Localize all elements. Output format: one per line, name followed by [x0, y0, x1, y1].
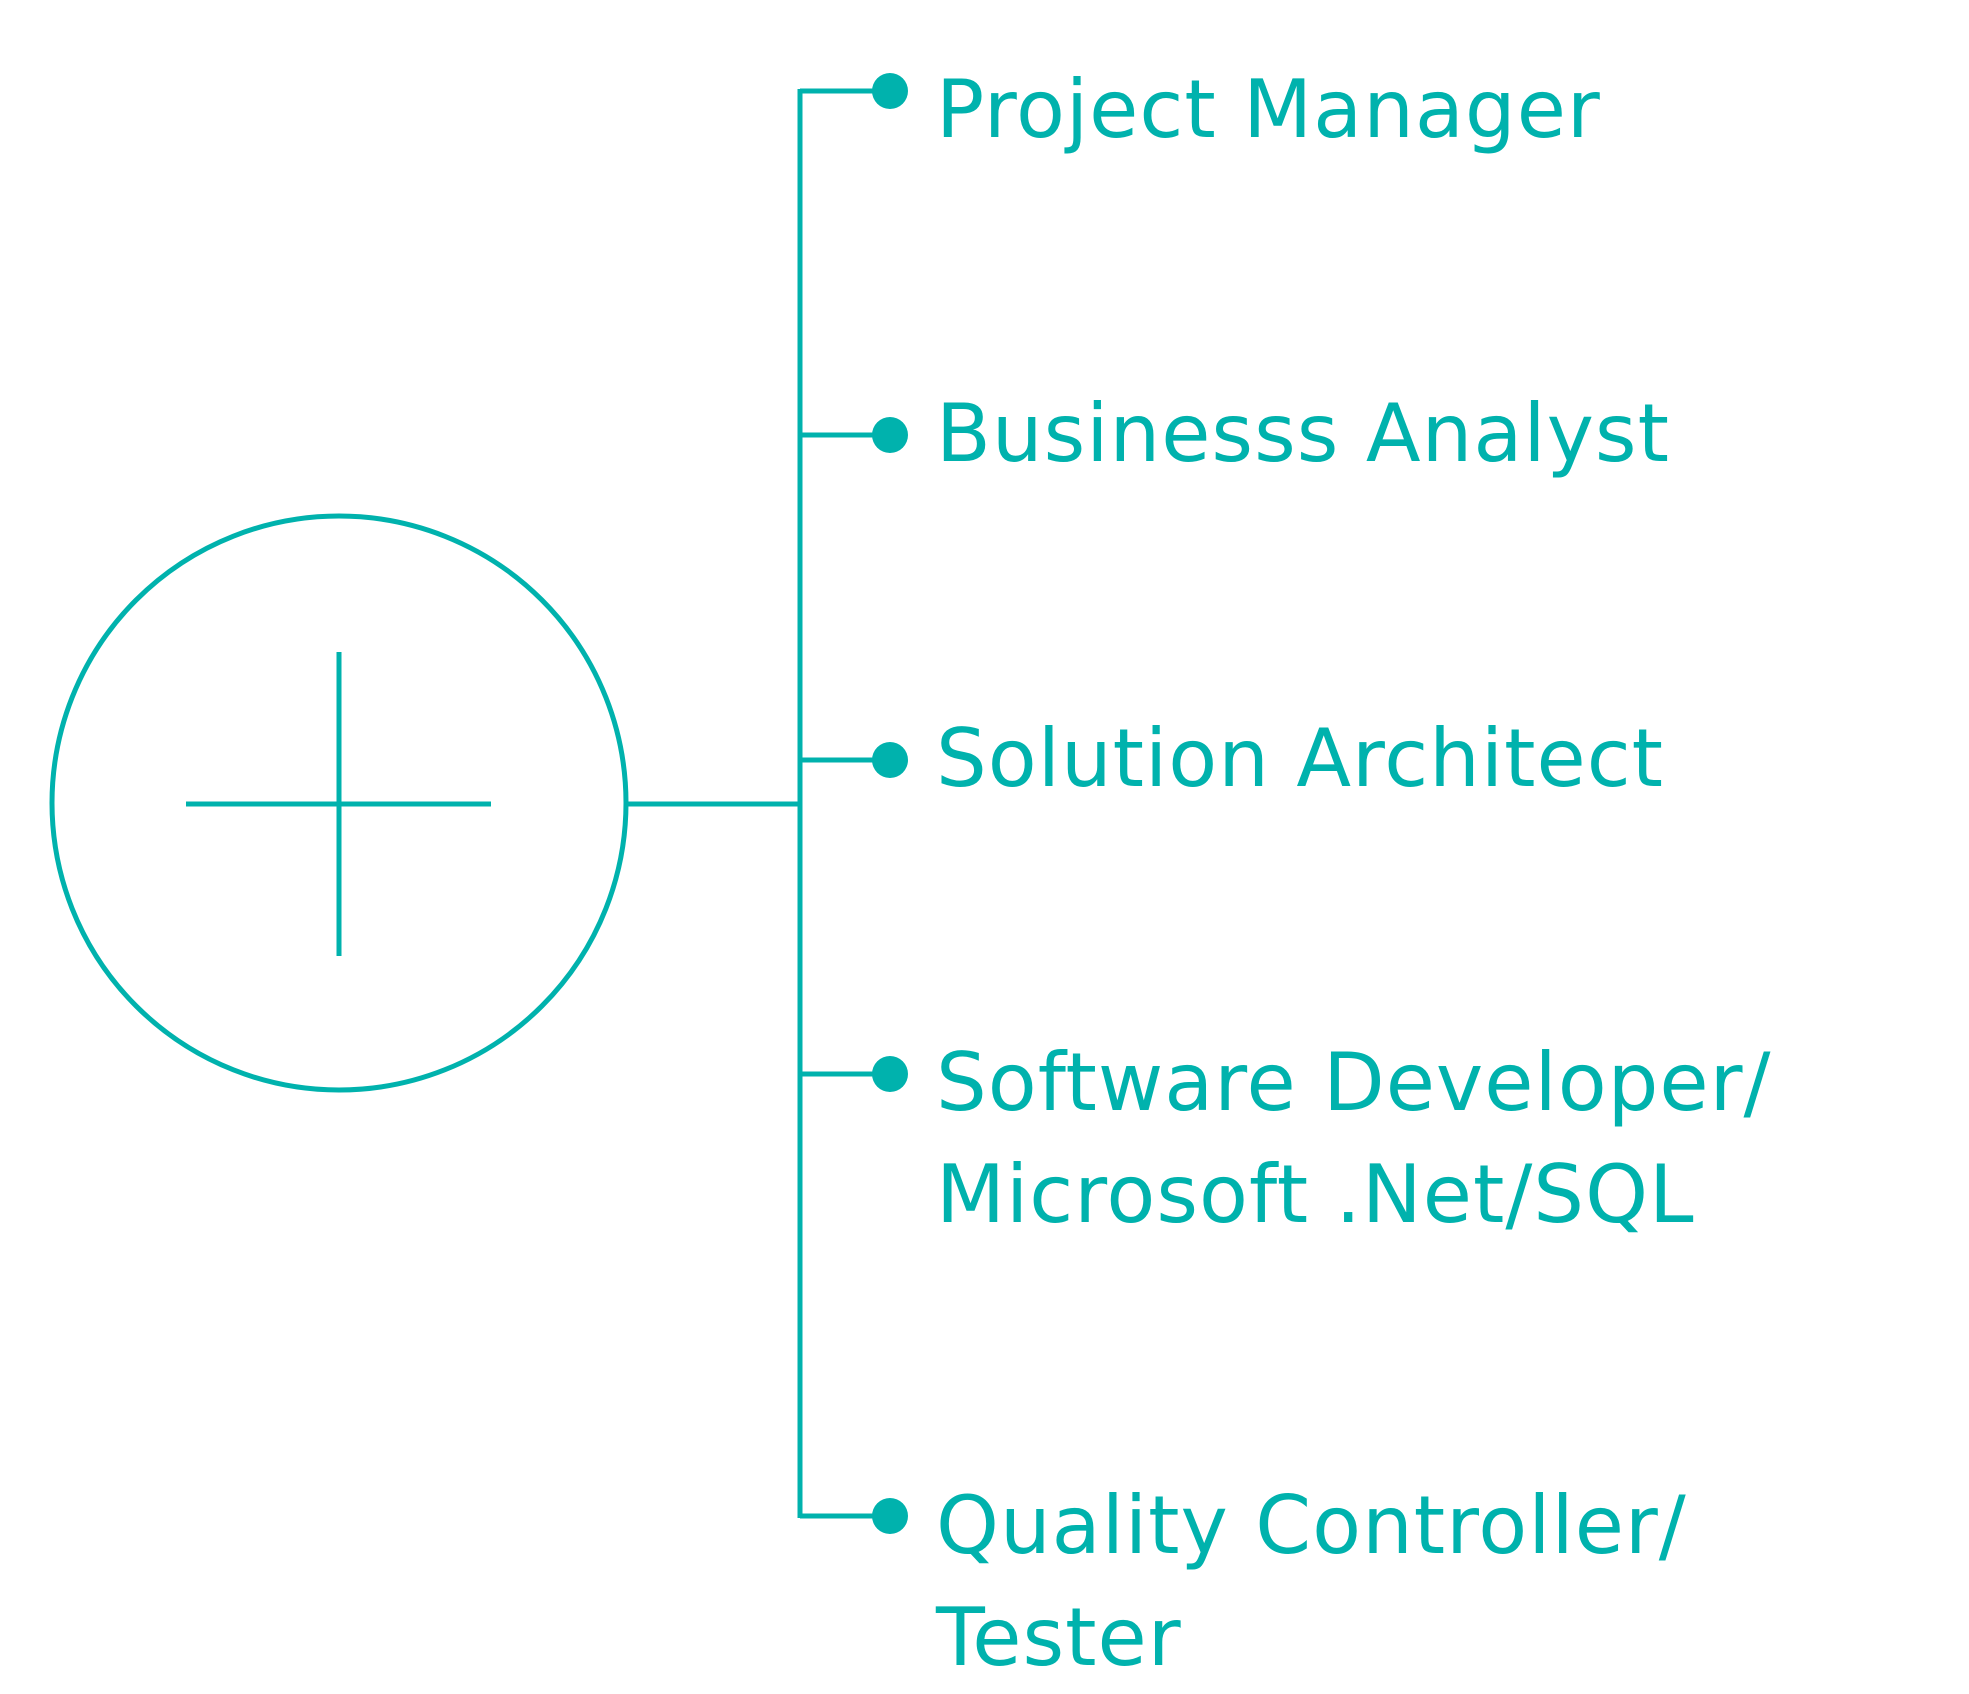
branch-business-analyst [800, 417, 908, 453]
role-line: Solution Architect [936, 712, 1665, 805]
role-label-software-developer: Software Developer/ Microsoft .Net/SQL [936, 1027, 1771, 1251]
role-line: Microsoft .Net/SQL [936, 1148, 1695, 1241]
branch-solution-architect [800, 742, 908, 778]
role-line: Quality Controller/ [936, 1479, 1687, 1572]
role-label-project-manager: Project Manager [936, 54, 1601, 166]
branch-quality-controller [800, 1498, 908, 1534]
bullet-dot [872, 1498, 908, 1534]
role-line: Project Manager [936, 63, 1601, 156]
center-node [49, 513, 629, 1093]
bullet-dot [872, 742, 908, 778]
bullet-dot [872, 417, 908, 453]
role-line: Tester [936, 1591, 1182, 1684]
plus-icon [186, 652, 491, 956]
branch-software-developer [800, 1056, 908, 1092]
role-line: Businesss Analyst [936, 387, 1670, 480]
role-line: Software Developer/ [936, 1036, 1772, 1129]
bullet-dot [872, 73, 908, 109]
role-label-business-analyst: Businesss Analyst [936, 378, 1670, 490]
branch-project-manager [800, 73, 908, 109]
role-label-solution-architect: Solution Architect [936, 703, 1664, 815]
role-label-quality-controller: Quality Controller/ Tester [936, 1470, 1687, 1694]
bullet-dot [872, 1056, 908, 1092]
